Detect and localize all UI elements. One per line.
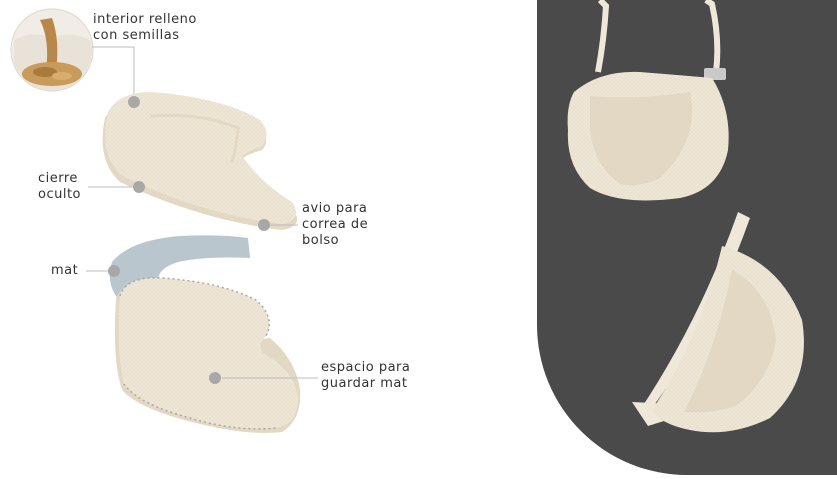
mat-dot — [108, 265, 120, 277]
top-cushion-piece — [103, 92, 298, 230]
label-mat: mat — [51, 263, 78, 279]
label-cierre: cierre oculto — [38, 171, 81, 203]
label-avio-line3: bolso — [302, 233, 368, 249]
label-avio-line2: correa de — [302, 217, 368, 233]
label-interior: interior relleno con semillas — [93, 12, 197, 44]
label-espacio: espacio para guardar mat — [321, 360, 410, 392]
label-interior-line2: con semillas — [93, 28, 197, 44]
label-avio: avio para correa de bolso — [302, 201, 368, 249]
interior-dot — [128, 96, 140, 108]
label-interior-line1: interior relleno — [93, 12, 197, 28]
espacio-dot — [209, 372, 221, 384]
seed-filling-photo — [10, 9, 94, 92]
label-espacio-line2: guardar mat — [321, 376, 410, 392]
label-mat-line1: mat — [51, 263, 78, 279]
label-cierre-line1: cierre — [38, 171, 81, 187]
label-cierre-line2: oculto — [38, 187, 81, 203]
interior-leader-line — [92, 47, 134, 100]
avio-dot — [258, 219, 270, 231]
label-espacio-line1: espacio para — [321, 360, 410, 376]
label-avio-line1: avio para — [302, 201, 368, 217]
cierre-dot — [133, 181, 145, 193]
bottom-pocket-piece — [115, 278, 300, 433]
